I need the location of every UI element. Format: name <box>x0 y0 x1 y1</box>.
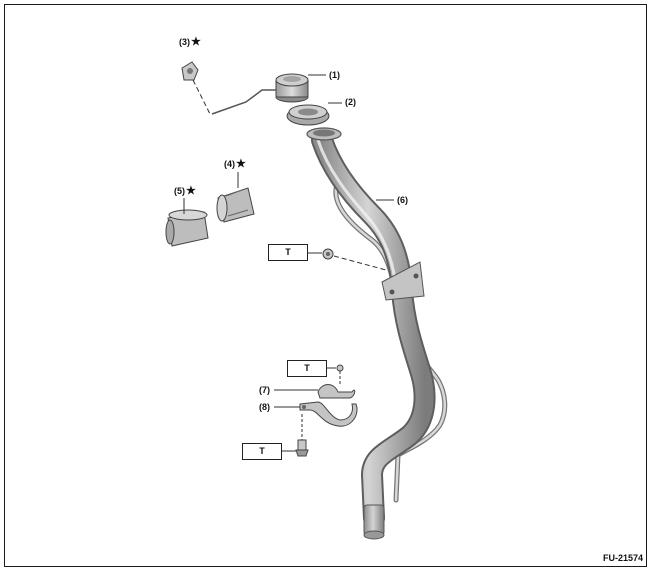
bolt-clamp-lower <box>280 414 309 457</box>
label-part-8: (8) <box>259 402 270 412</box>
clamp-7 <box>274 384 356 399</box>
label-part-6: (6) <box>397 195 408 205</box>
figure-code: FU-21574 <box>602 553 643 563</box>
bolt-bracket <box>300 248 387 271</box>
gasket-ring-2 <box>286 104 330 126</box>
diagram-frame <box>4 4 647 567</box>
star-mark: ★ <box>236 158 246 170</box>
label-part-1: (1) <box>329 70 340 80</box>
filler-pipe-6 <box>306 127 436 540</box>
label-part-7: (7) <box>259 385 270 395</box>
label-part-4: (4)★ <box>224 158 246 170</box>
protector-5 <box>165 209 209 247</box>
torque-box-clamp-lower: T <box>242 443 282 460</box>
torque-box-clamp-upper: T <box>287 360 327 377</box>
star-mark: ★ <box>186 185 196 197</box>
bolt-clamp-upper <box>318 364 344 386</box>
clamp-8 <box>274 401 358 427</box>
label-part-2: (2) <box>345 97 356 107</box>
star-mark: ★ <box>191 36 201 48</box>
label-part-3: (3)★ <box>179 36 201 48</box>
leader-lines <box>183 74 394 214</box>
clip-3 <box>181 61 211 115</box>
protector-4 <box>216 187 255 223</box>
label-part-5: (5)★ <box>174 185 196 197</box>
torque-box-bracket: T <box>268 244 308 261</box>
filler-cap-1 <box>211 73 309 115</box>
